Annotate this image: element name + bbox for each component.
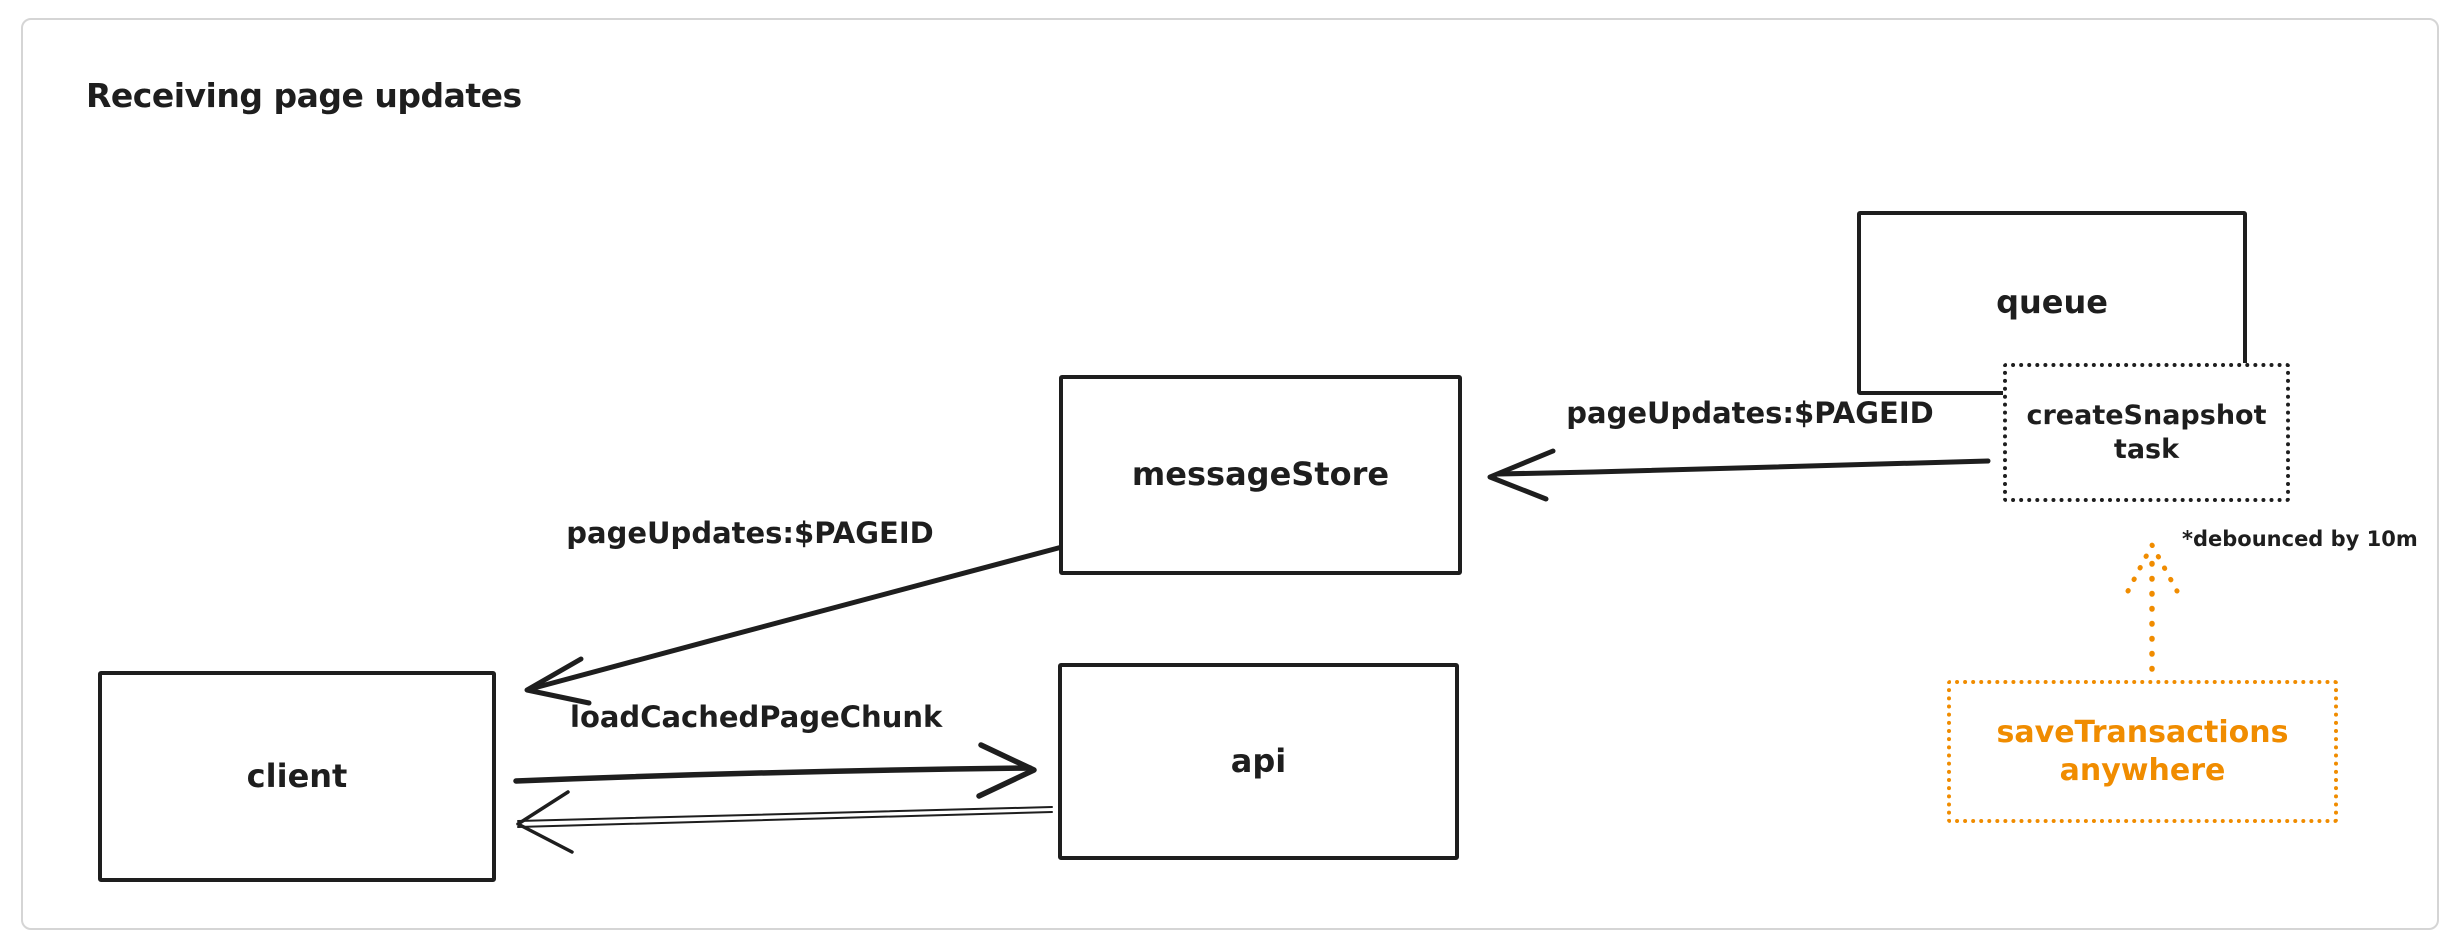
node-save-transactions-label-line2: anywhere	[2059, 752, 2226, 788]
node-client: client	[98, 671, 496, 882]
edge-label-queue-to-message-store: pageUpdates:$PAGEID	[1566, 396, 1934, 430]
diagram-title: Receiving page updates	[86, 76, 522, 115]
node-client-label: client	[246, 756, 348, 795]
node-queue-label: queue	[1996, 283, 2108, 322]
node-create-snapshot-task: createSnapshot task	[2003, 363, 2290, 502]
arrow-api-to-client-return	[516, 790, 1053, 854]
node-message-store: messageStore	[1059, 375, 1462, 575]
edge-label-message-store-to-client: pageUpdates:$PAGEID	[566, 516, 934, 550]
node-api-label: api	[1230, 741, 1287, 780]
node-create-snapshot-task-label-line2: task	[2113, 433, 2180, 465]
arrow-queue-to-message-store	[1487, 448, 1991, 502]
node-save-transactions-label-line1: saveTransactions	[1996, 715, 2289, 750]
node-message-store-label: messageStore	[1131, 455, 1390, 494]
node-save-transactions: saveTransactions anywhere	[1947, 680, 2338, 823]
node-create-snapshot-task-label-line1: createSnapshot	[2026, 399, 2267, 431]
note-debounced: *debounced by 10m	[2182, 527, 2418, 551]
arrow-save-transactions-to-create-snapshot	[2125, 542, 2180, 687]
node-api: api	[1058, 663, 1459, 860]
arrow-message-store-to-client	[524, 544, 1065, 706]
arrow-client-to-api	[513, 742, 1037, 799]
edge-label-client-to-api: loadCachedPageChunk	[570, 700, 943, 734]
